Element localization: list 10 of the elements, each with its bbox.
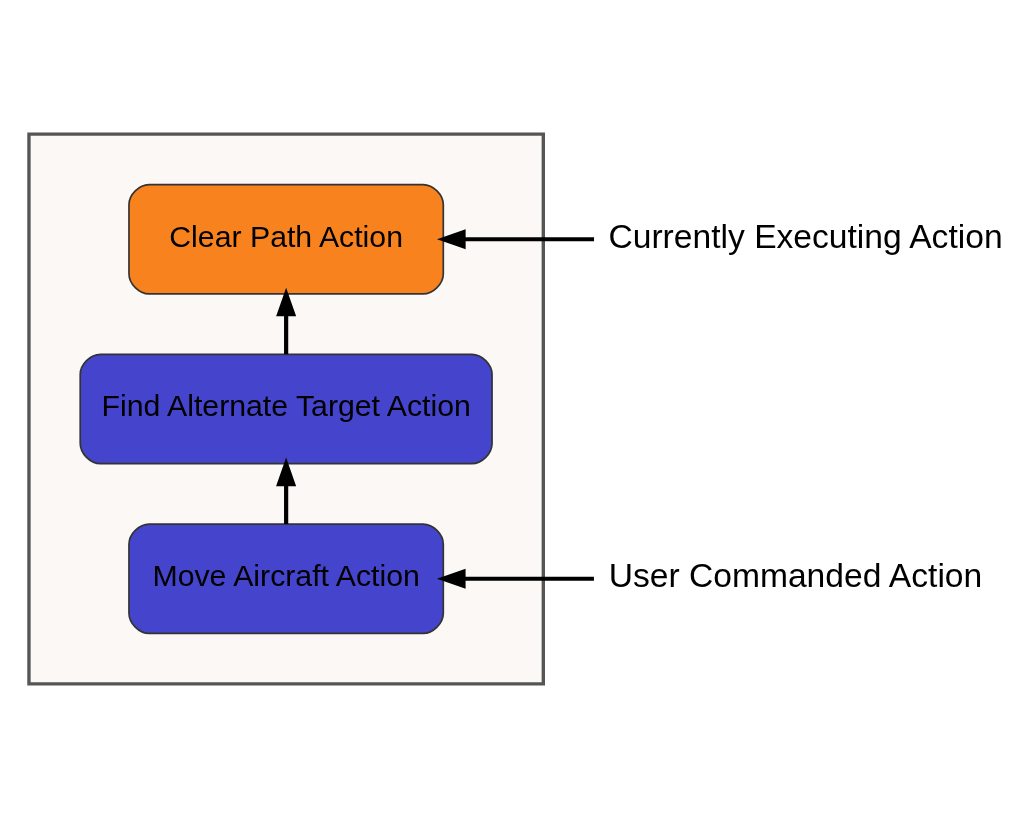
cluster [27,132,545,685]
arrow [436,568,594,589]
node-box: Find Alternate Target Action [79,353,493,464]
node-box: Clear Path Action [128,183,445,295]
arrow [276,287,297,354]
node-text: User Commanded Action [608,556,983,594]
arrow [437,228,595,249]
node-text: Currently Executing Action [608,217,1003,255]
node-box: Move Aircraft Action [128,522,445,634]
arrow [276,457,297,524]
